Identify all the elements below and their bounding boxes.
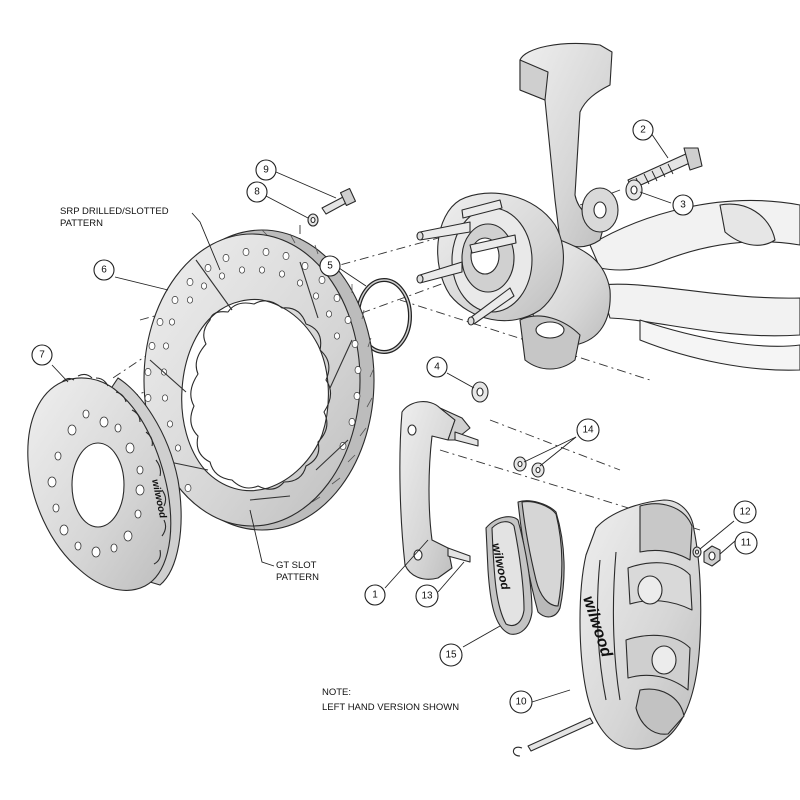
svg-text:8: 8 (254, 187, 260, 198)
svg-text:11: 11 (741, 538, 752, 549)
svg-text:10: 10 (515, 697, 527, 708)
svg-text:2: 2 (640, 125, 646, 136)
part-1-caliper-bracket (399, 401, 479, 580)
svg-text:14: 14 (582, 425, 594, 436)
callout-6: 6 (93, 259, 115, 281)
svg-text:4: 4 (434, 362, 440, 373)
callout-5: 5 (319, 255, 341, 277)
callout-8: 8 (246, 181, 268, 203)
svg-text:1: 1 (372, 590, 378, 601)
hat-bolt-holes (47, 409, 145, 558)
callout-3: 3 (672, 194, 694, 216)
note-text: LEFT HAND VERSION SHOWN (322, 702, 459, 713)
svg-text:12: 12 (739, 507, 751, 518)
callout-9: 9 (255, 159, 277, 181)
note-heading: NOTE: (322, 687, 351, 698)
callout-1: 1 (364, 584, 386, 606)
callout-7: 7 (31, 344, 53, 366)
callout-10: 10 (509, 690, 533, 714)
part-4-washer (471, 381, 489, 403)
callout-15: 15 (439, 643, 463, 667)
leader-lines (51, 132, 736, 703)
part-7-rotor-hat: wilwood (27, 373, 182, 591)
part-10-caliper: wilwood (512, 499, 702, 757)
svg-text:5: 5 (327, 261, 333, 272)
part-6-rotor (143, 229, 375, 531)
part-11-nut (703, 545, 721, 567)
gt-slot-label-line1: GT SLOT (276, 560, 317, 571)
svg-text:9: 9 (263, 165, 269, 176)
part-15-brake-pads: wilwood (485, 500, 565, 635)
wheel-studs (416, 199, 517, 326)
callout-12: 12 (733, 500, 757, 524)
svg-text:13: 13 (421, 591, 433, 602)
part-3-washer (625, 179, 643, 201)
callout-4: 4 (426, 356, 448, 378)
callout-13: 13 (415, 584, 439, 608)
svg-text:7: 7 (39, 350, 45, 361)
svg-text:6: 6 (101, 265, 107, 276)
part-8-washer (307, 213, 319, 227)
callout-14: 14 (576, 418, 600, 442)
spindle-knuckle (416, 42, 619, 370)
part-12-washer (692, 546, 702, 558)
part-9-bolt (321, 187, 357, 215)
srp-pattern-label-line2: PATTERN (60, 218, 103, 229)
srp-pattern-label-line1: SRP DRILLED/SLOTTED (60, 206, 169, 217)
control-arm (589, 199, 800, 371)
svg-text:15: 15 (445, 650, 457, 661)
callout-2: 2 (632, 119, 654, 141)
svg-text:3: 3 (680, 200, 686, 211)
gt-slot-label-line2: PATTERN (276, 572, 319, 583)
callout-11: 11 (734, 531, 758, 555)
part-14-shims (513, 456, 545, 478)
